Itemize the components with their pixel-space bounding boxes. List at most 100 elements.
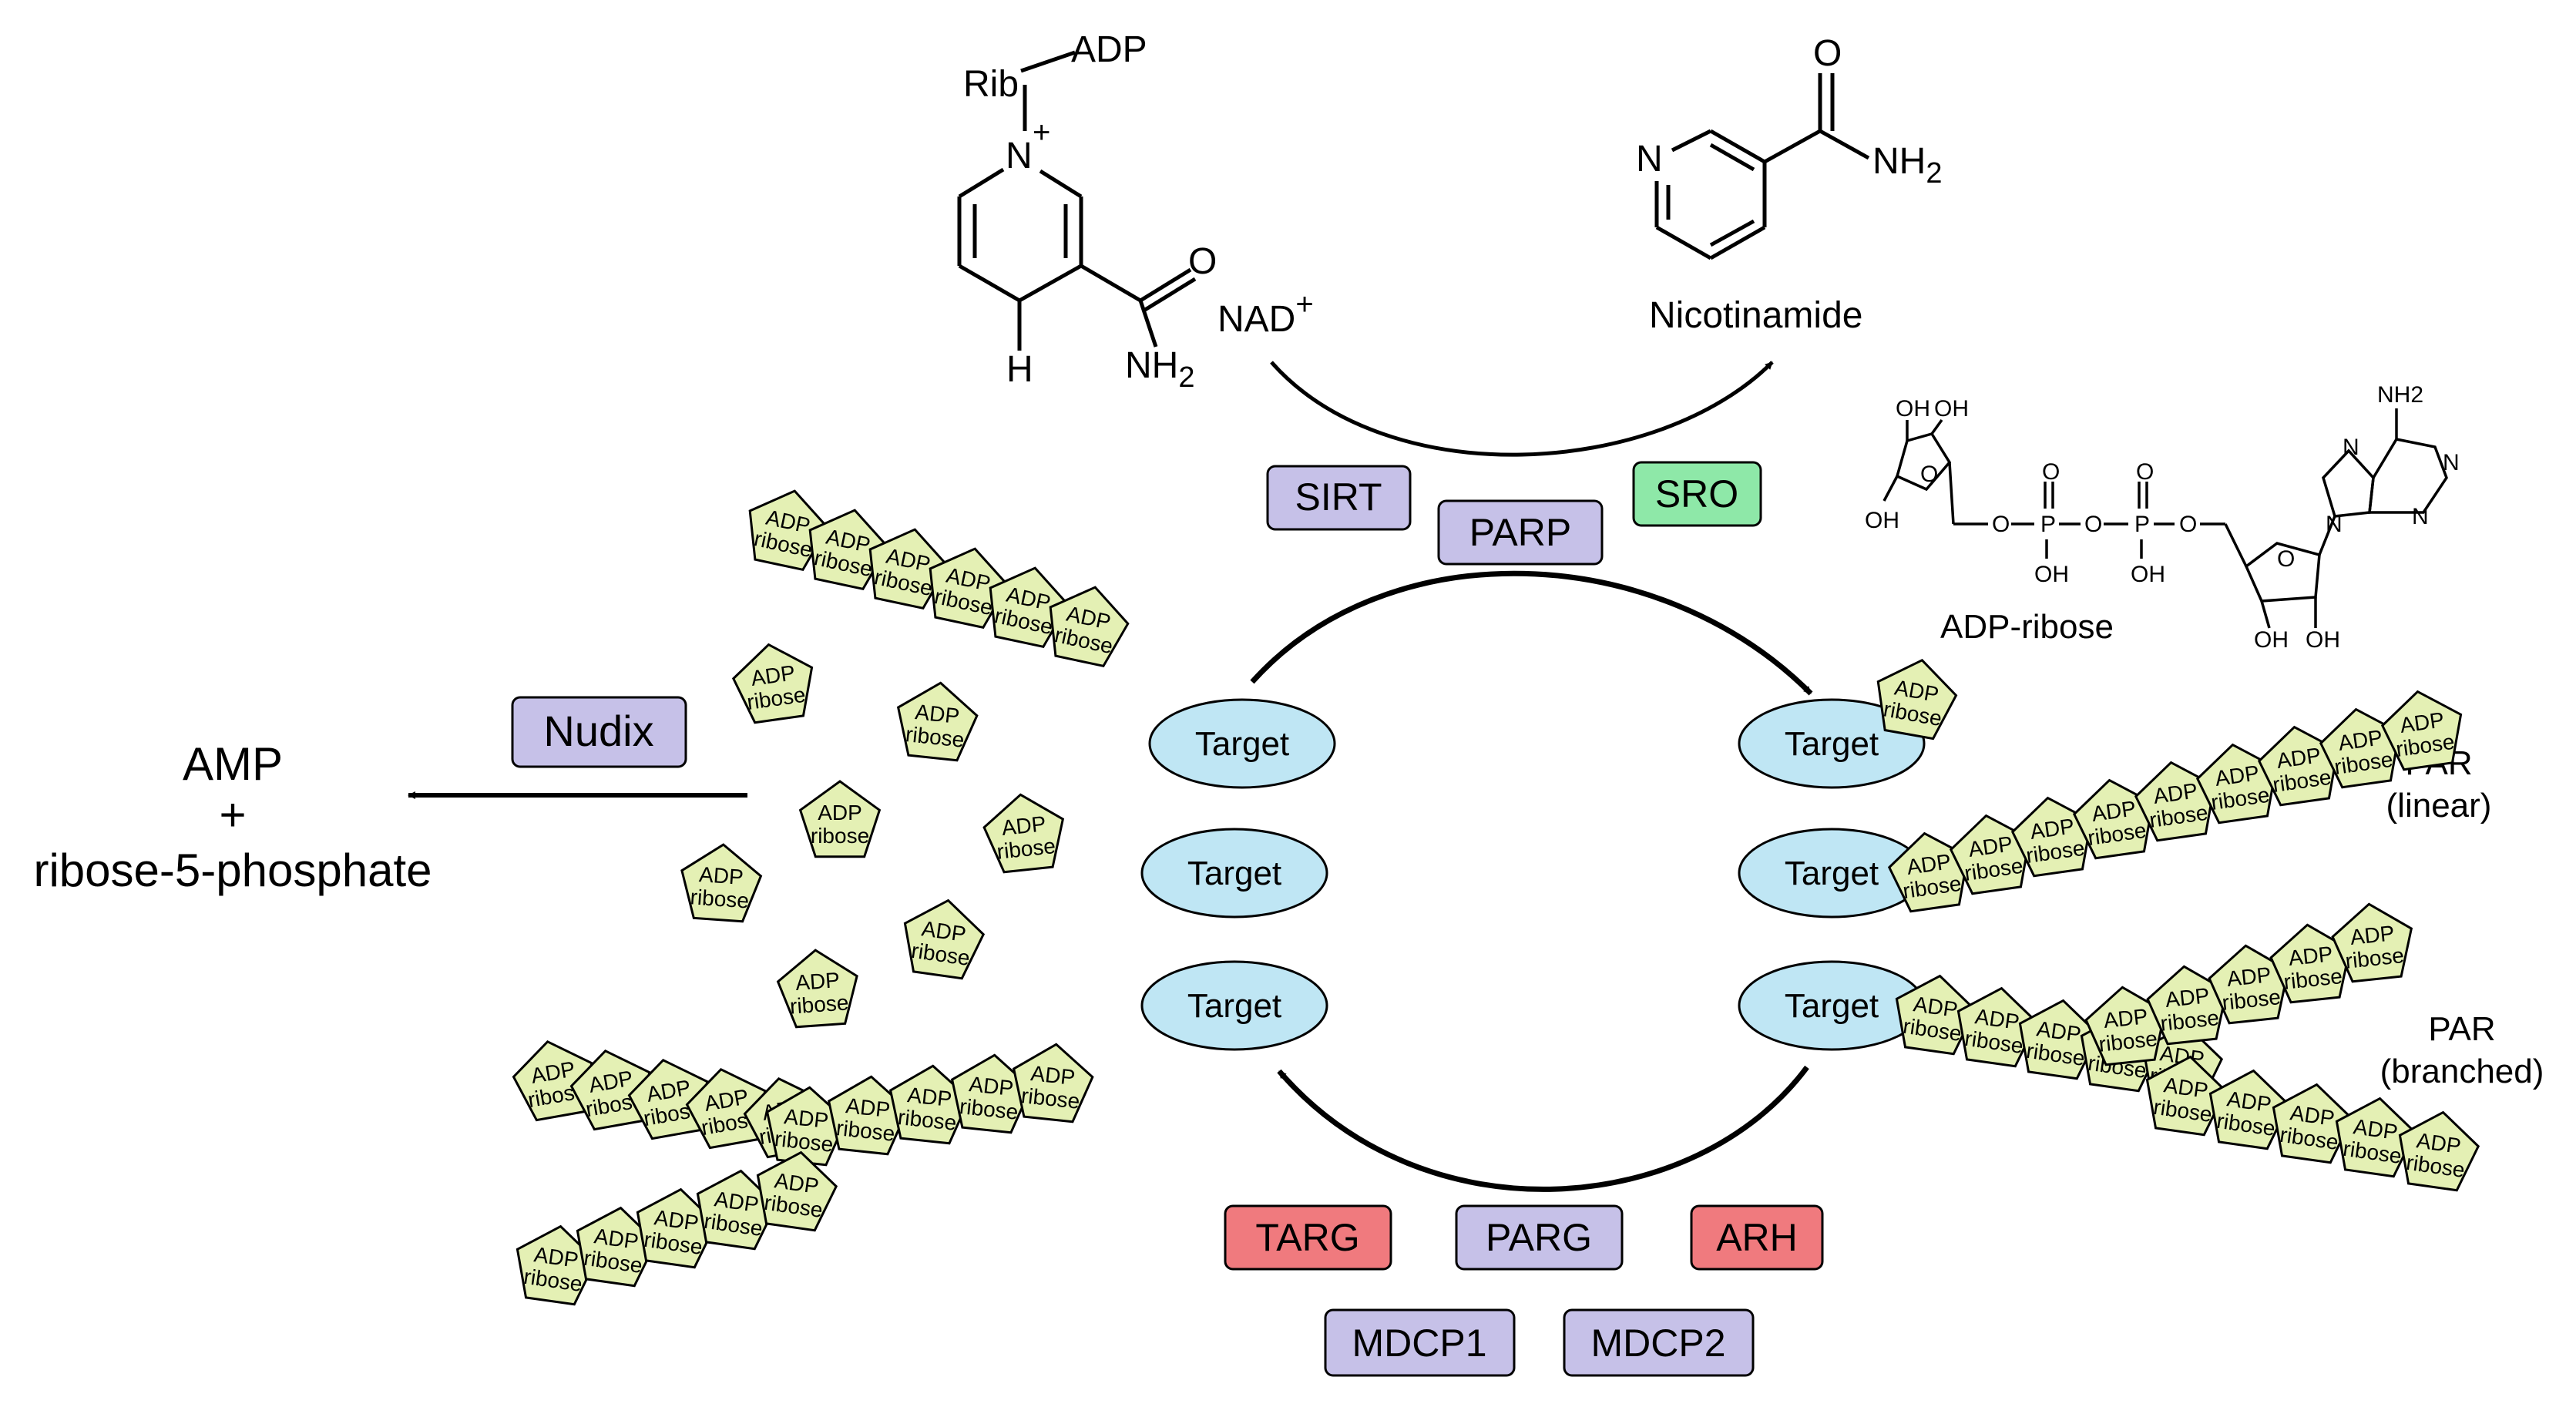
enzyme-box-sro: SRO: [1632, 461, 1762, 527]
adp-ribose-labels: OH OH O OH O P O OH O P O OH O O OH OH N…: [1865, 382, 2460, 653]
pentagon-shape: [756, 1150, 838, 1232]
arh-label: ARH: [1716, 1216, 1798, 1259]
target-ellipse: [1738, 698, 1926, 789]
ribose-5-phosphate-label: ribose-5-phosphate: [33, 845, 432, 896]
oh-label: OH: [1865, 508, 1899, 533]
oh-label: OH: [2131, 562, 2165, 587]
mdcp1-label: MDCP1: [1352, 1322, 1486, 1365]
oh-label: OH: [2254, 627, 2289, 653]
pentagon-shape: [1876, 658, 1958, 741]
nh2-label: NH2: [2377, 382, 2423, 408]
ring-bond: [1671, 129, 1712, 153]
pentagon-shape: [1049, 586, 1130, 668]
pentagon-shape: [808, 509, 889, 591]
ribose-ring-right: [2244, 542, 2321, 603]
pentagon-shape: [896, 681, 979, 762]
unit-label-line1: ADP: [906, 1083, 953, 1111]
unit-label-line1: ADP: [783, 1104, 830, 1133]
pentagon-shape: [731, 643, 814, 724]
arh-box: [1690, 1204, 1824, 1271]
unit-label-line1: ADP: [818, 801, 862, 825]
targets-right: Target Target Target: [1738, 698, 1926, 1051]
unit-label-line2: ribose: [811, 824, 869, 848]
ring-double-bond: [1709, 219, 1755, 247]
p-label: P: [2134, 512, 2150, 537]
parp-box: [1437, 499, 1604, 566]
nad-labels: Rib ADP N + H O NH2 NAD+: [963, 29, 1314, 394]
unit-label-line1: ADP: [794, 968, 841, 995]
unit-label-line1: ADP: [845, 1093, 892, 1122]
pentagon-shape: [776, 949, 858, 1029]
oh-label: OH: [2034, 562, 2069, 587]
ring-bond: [1655, 225, 1712, 260]
target-left-2: Target: [1140, 828, 1328, 919]
pentagon-shape: [2145, 1055, 2228, 1137]
n-label: N: [2343, 435, 2359, 460]
unit-label-line1: ADP: [2102, 1004, 2149, 1033]
nicotinamide-labels: N O NH2 Nicotinamide: [1636, 33, 1942, 336]
n-label: N: [2326, 512, 2343, 537]
parp-label: PARP: [1469, 511, 1571, 554]
c5-c4-bond: [2224, 523, 2248, 567]
unit-label-line1: ADP: [2349, 921, 2396, 949]
unit-label-line1: ADP: [2287, 942, 2334, 970]
imidazole-ring: [2322, 448, 2375, 518]
n-atom-label: N: [1636, 139, 1663, 180]
pentagon-shape: [748, 489, 829, 572]
targ-label: TARG: [1255, 1216, 1359, 1259]
sro-label: SRO: [1655, 472, 1738, 516]
oh-label: OH: [1896, 396, 1930, 421]
hydrolysis-arrow: [1277, 1065, 1809, 1192]
enzyme-box-targ: TARG: [1224, 1204, 1392, 1271]
nudix-box: [511, 696, 687, 768]
rib-label: Rib: [963, 64, 1019, 105]
n-atom-label: N: [1006, 136, 1033, 176]
ring-o-label: O: [2277, 546, 2295, 572]
enzyme-box-arh: ARH: [1690, 1204, 1824, 1271]
nicotinamide-name-label: Nicotinamide: [1649, 295, 1862, 336]
o-label: O: [2042, 459, 2060, 485]
par-branched-line1: PAR: [2428, 1010, 2495, 1048]
par-branched-label: PAR (branched): [2380, 1010, 2544, 1090]
o-atom-label: O: [1188, 241, 1217, 282]
n-label: N: [2443, 450, 2460, 475]
nh2-label: NH2: [1125, 345, 1194, 394]
target-left-1: Target: [1148, 698, 1336, 789]
ring-bond: [1709, 225, 1766, 260]
ring-to-amide-bond: [1080, 264, 1142, 303]
parylation-arrow: [1250, 570, 1813, 696]
target-label: Target: [1785, 725, 1879, 763]
pentagon-shape: [868, 528, 949, 610]
pentagon-shape: [982, 793, 1065, 874]
pentagon-shape: [1012, 1043, 1094, 1123]
n-charge-label: +: [1033, 116, 1050, 149]
nad-name-label: NAD+: [1217, 287, 1314, 340]
enzyme-box-mdcp2: MDCP2: [1563, 1308, 1755, 1377]
unit-label-line1: ADP: [1029, 1061, 1076, 1090]
h-atom-label: H: [1006, 349, 1033, 390]
mdcp1-box: [1324, 1308, 1516, 1377]
